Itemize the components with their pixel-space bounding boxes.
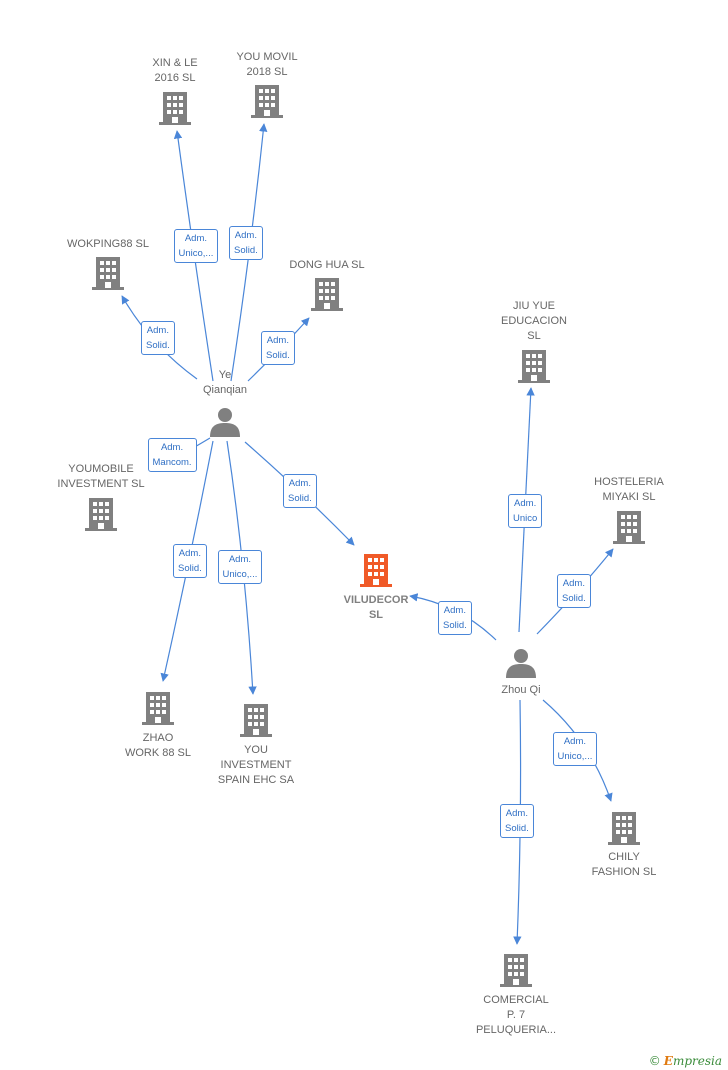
edge-role-badge-ye-to-wokping[interactable]: Adm. Solid. — [141, 321, 175, 355]
node-label-youinv[interactable]: YOU INVESTMENT SPAIN EHC SA — [217, 744, 295, 786]
building-icon-hosteleria[interactable] — [613, 511, 645, 544]
node-label-viludecor[interactable]: VILUDECOR SL — [343, 594, 409, 621]
person-icon-zhouqi[interactable] — [506, 649, 536, 678]
node-label-xin[interactable]: XIN & LE 2016 SL — [152, 57, 198, 84]
building-icon-youmobile[interactable] — [85, 498, 117, 531]
node-label-zhouqi[interactable]: Zhou Qi — [501, 684, 541, 696]
edge-role-badge-ye-to-donghua[interactable]: Adm. Solid. — [261, 331, 295, 365]
edge-role-badge-ye-to-youinv[interactable]: Adm. Unico,... — [217, 550, 263, 584]
edge-role-badge-ye-to-zhao[interactable]: Adm. Solid. — [173, 544, 207, 578]
building-icon-chily[interactable] — [608, 812, 640, 845]
edge-role-badge-ye-to-youmovil[interactable]: Adm. Solid. — [229, 226, 263, 260]
brand-name: mpresia — [672, 1054, 722, 1068]
node-label-youmovil[interactable]: YOU MOVIL 2018 SL — [236, 51, 298, 78]
copyright-symbol: © — [648, 1054, 661, 1068]
building-icon-viludecor[interactable] — [360, 554, 392, 587]
node-label-wokping[interactable]: WOKPING88 SL — [67, 238, 149, 250]
person-icon-ye[interactable] — [210, 408, 240, 437]
building-icon-wokping[interactable] — [92, 257, 124, 290]
building-icon-donghua[interactable] — [311, 278, 343, 311]
edge-role-badge-zhouqi-to-comercial[interactable]: Adm. Solid. — [500, 804, 534, 838]
node-label-donghua[interactable]: DONG HUA SL — [289, 259, 365, 271]
building-icon-youmovil[interactable] — [251, 85, 283, 118]
building-icon-youinv[interactable] — [240, 704, 272, 737]
building-icon-jiuyue[interactable] — [518, 350, 550, 383]
node-label-youmobile[interactable]: YOUMOBILE INVESTMENT SL — [57, 463, 145, 490]
edge-role-badge-zhouqi-to-hosteleria[interactable]: Adm. Solid. — [557, 574, 591, 608]
edge-role-badge-zhouqi-to-chily[interactable]: Adm. Unico,... — [552, 732, 598, 766]
edge-role-badge-ye-to-viludecor[interactable]: Adm. Solid. — [283, 474, 317, 508]
node-label-ye[interactable]: Ye Qianqian — [202, 369, 248, 396]
edge-role-badge-ye-to-xin[interactable]: Adm. Unico,... — [173, 229, 219, 263]
building-icon-zhao[interactable] — [142, 692, 174, 725]
edge-role-badge-zhouqi-to-jiuyue[interactable]: Adm. Unico — [508, 494, 543, 528]
node-label-chily[interactable]: CHILY FASHION SL — [591, 851, 657, 878]
node-label-jiuyue[interactable]: JIU YUE EDUCACION SL — [500, 300, 567, 342]
node-label-comercial[interactable]: COMERCIAL P. 7 PELUQUERIA... — [475, 994, 557, 1036]
brand-logo-letter: E — [663, 1054, 673, 1068]
building-icon-comercial[interactable] — [500, 954, 532, 987]
edge-role-badge-zhouqi-to-viludecor[interactable]: Adm. Solid. — [438, 601, 472, 635]
building-icon-xin[interactable] — [159, 92, 191, 125]
empresia-brand[interactable]: ©Empresia — [649, 1054, 722, 1068]
node-label-zhao[interactable]: ZHAO WORK 88 SL — [124, 732, 192, 759]
node-label-hosteleria[interactable]: HOSTELERIA MIYAKI SL — [594, 476, 664, 503]
edge-role-badge-ye-to-youmobile[interactable]: Adm. Mancom. — [147, 438, 197, 472]
